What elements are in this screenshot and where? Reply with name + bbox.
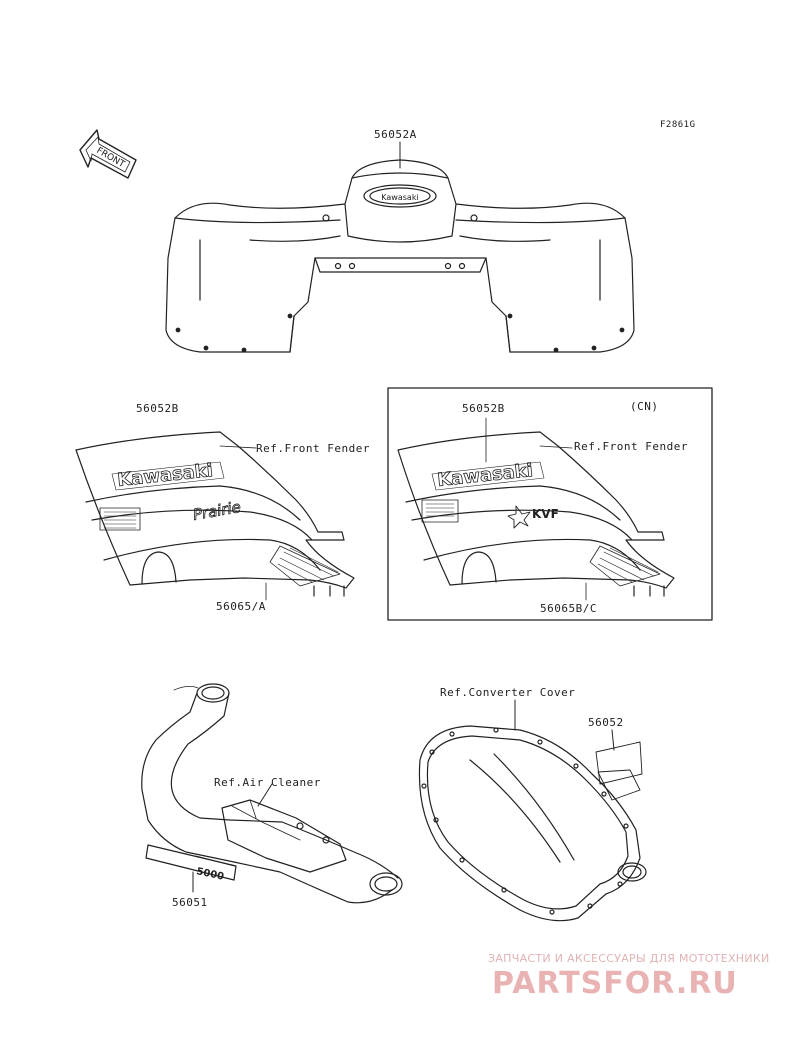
part-left-decal: 56052B (136, 402, 179, 415)
watermark-logo: PARTSFOR.RU (492, 966, 738, 1001)
left-model-text: Prairie (192, 498, 243, 524)
air-cleaner-duct-drawing (141, 683, 403, 904)
left-fender-decal-drawing (75, 431, 355, 601)
diagram-code: F2861G (660, 120, 696, 130)
cn-variant-label: (CN) (630, 400, 659, 413)
part-right-grille: 56065B/C (540, 602, 597, 615)
ref-air-cleaner: Ref.Air Cleaner (214, 776, 321, 789)
part-right-decal: 56052B (462, 402, 505, 415)
watermark-tagline: ЗАПЧАСТИ И АКСЕССУАРЫ ДЛЯ МОТОТЕХНИКИ (488, 952, 770, 965)
right-model-text: KVF (532, 507, 559, 521)
front-arrow-icon (79, 129, 137, 179)
right-fender-decal-drawing (397, 417, 675, 601)
converter-cover-drawing (418, 699, 647, 922)
ref-front-fender-right: Ref.Front Fender (574, 440, 688, 453)
part-air-cleaner-decal: 56051 (172, 896, 208, 909)
front-fender-top-drawing (165, 141, 635, 353)
part-converter-decal: 56052 (588, 716, 624, 729)
duct-label-text: 5000 (195, 866, 225, 883)
part-top-decal: 56052A (374, 128, 417, 141)
top-logo-text: Kawasaki (381, 193, 418, 202)
ref-front-fender-left: Ref.Front Fender (256, 442, 370, 455)
cn-variant-box (387, 387, 713, 621)
part-left-grille: 56065/A (216, 600, 266, 613)
ref-converter-cover: Ref.Converter Cover (440, 686, 576, 699)
